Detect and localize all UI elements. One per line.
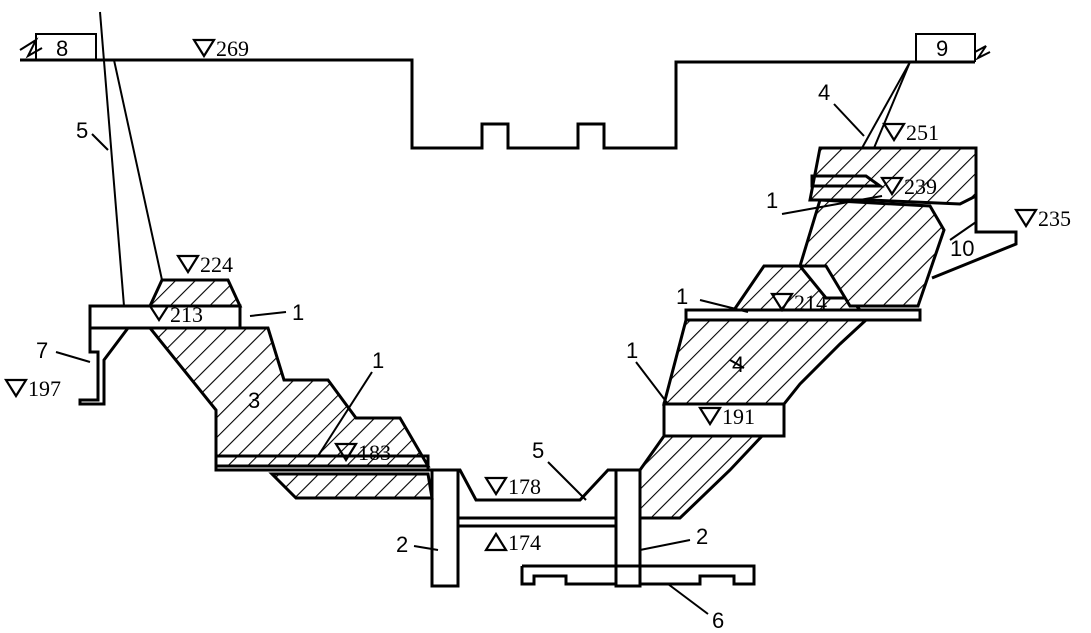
leader-5b xyxy=(547,461,587,501)
label-1-right-top: 1 xyxy=(766,188,778,213)
leader-4a-2 xyxy=(873,61,911,149)
top-ground-outline xyxy=(20,58,975,150)
label-4-top: 4 xyxy=(818,80,830,105)
label-1-right-low: 1 xyxy=(626,338,638,363)
slab-191 xyxy=(662,402,786,438)
label-6: 6 xyxy=(712,608,724,633)
leader-5a-lbl xyxy=(91,133,109,151)
label-1-right-mid: 1 xyxy=(676,284,688,309)
leader-4a-lbl xyxy=(833,103,865,137)
label-5-bottom: 5 xyxy=(532,438,544,463)
elev-239-marker xyxy=(880,176,904,197)
mass-3 xyxy=(146,326,431,468)
elev-178: 178 xyxy=(508,474,541,499)
elev-183-marker xyxy=(334,442,358,463)
label-8: 8 xyxy=(56,36,68,61)
elev-239: 239 xyxy=(904,174,937,199)
leader-2b xyxy=(639,539,691,551)
leader-8 xyxy=(99,11,125,307)
elev-269-marker xyxy=(192,38,216,59)
leader-1e xyxy=(317,371,373,457)
label-1-left-low: 1 xyxy=(372,348,384,373)
label-3: 3 xyxy=(248,388,260,413)
leader-5a-1 xyxy=(113,59,163,281)
elev-251: 251 xyxy=(906,120,939,145)
elev-183: 183 xyxy=(358,440,391,465)
elev-197-marker xyxy=(4,378,28,399)
label-2-right: 2 xyxy=(696,524,708,549)
footing-6 xyxy=(520,564,756,586)
elev-224-marker xyxy=(176,254,200,275)
elev-235-marker xyxy=(1014,208,1038,229)
bottom-slab-174 xyxy=(456,516,618,528)
label-10: 10 xyxy=(950,236,974,261)
elev-235: 235 xyxy=(1038,206,1071,231)
elev-213: 213 xyxy=(170,302,203,327)
elev-197: 197 xyxy=(28,376,61,401)
label-2-left: 2 xyxy=(396,532,408,557)
elev-191: 191 xyxy=(722,404,755,429)
slab-183 xyxy=(214,454,430,472)
leader-1c xyxy=(635,361,669,405)
elev-213-marker xyxy=(147,304,171,323)
leader-4b xyxy=(729,359,745,369)
leader-6 xyxy=(667,583,709,615)
elev-178-marker xyxy=(484,476,508,497)
slab-239 xyxy=(810,174,885,188)
elev-174: 174 xyxy=(508,530,541,555)
label-4-mid: 4 xyxy=(732,352,744,377)
leader-1b xyxy=(699,299,749,313)
label-9: 9 xyxy=(936,36,948,61)
box-8 xyxy=(35,33,97,60)
elev-269: 269 xyxy=(216,36,249,61)
box-9 xyxy=(915,33,976,62)
label-7: 7 xyxy=(36,338,48,363)
elev-174-marker xyxy=(484,531,508,552)
retaining-wall-7 xyxy=(78,327,130,406)
elev-214-marker xyxy=(770,292,794,313)
slab-214 xyxy=(684,308,922,322)
label-1-left-top: 1 xyxy=(292,300,304,325)
elev-251-marker xyxy=(882,122,906,143)
leader-10 xyxy=(949,221,977,241)
leader-4a-1 xyxy=(861,61,911,149)
leader-1a xyxy=(781,195,883,215)
elev-214: 214 xyxy=(794,290,827,315)
mass-right-bottom xyxy=(638,434,766,520)
break-mark-right xyxy=(974,45,991,61)
elev-191-marker xyxy=(698,406,722,427)
pile-2-left xyxy=(430,468,460,588)
mass-4-lower xyxy=(662,318,870,406)
mass-183-lower xyxy=(268,472,434,500)
pile-2-right xyxy=(614,468,642,588)
label-5-left: 5 xyxy=(76,118,88,143)
leader-2a xyxy=(413,545,439,551)
break-mark-left xyxy=(19,37,43,59)
wall-10 xyxy=(931,148,1018,280)
elev-224: 224 xyxy=(200,252,233,277)
leader-1d xyxy=(249,311,287,317)
leader-7 xyxy=(55,351,91,363)
